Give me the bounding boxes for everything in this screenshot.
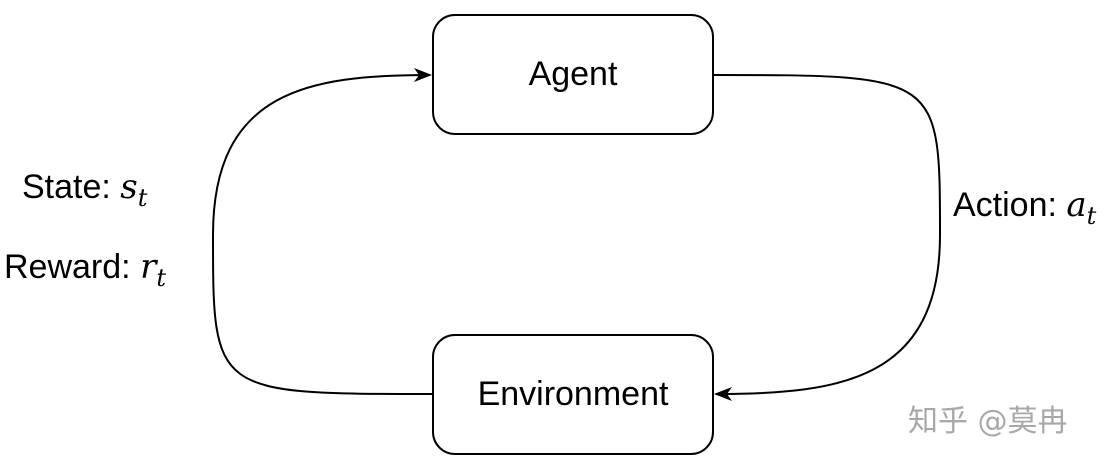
action-label: Action: at [953, 185, 1097, 230]
action-edge [712, 74, 942, 401]
environment-label: Environment [477, 375, 669, 413]
reward-label: Reward: rt [4, 247, 166, 292]
agent-label: Agent [528, 55, 618, 93]
watermark: 知乎 @莫冉 [908, 404, 1068, 439]
state-reward-edge [211, 68, 434, 395]
state-label: State: st [22, 167, 148, 212]
